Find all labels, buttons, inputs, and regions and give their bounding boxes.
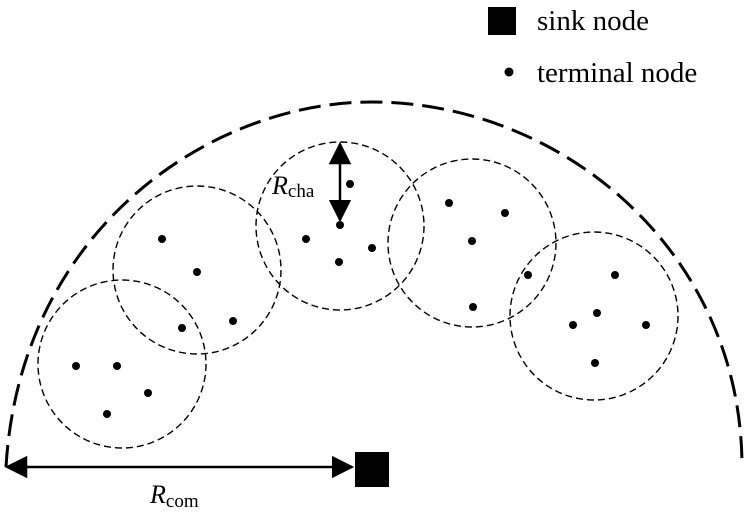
legend-sink-label: sink node (537, 5, 649, 37)
legend-sink-swatch (488, 7, 516, 35)
r-com-label: Rcom (149, 480, 199, 512)
terminal-node (113, 362, 121, 370)
terminal-node (501, 209, 509, 217)
terminal-node (178, 324, 186, 332)
terminal-node (193, 268, 201, 276)
cluster-5 (509, 231, 679, 401)
terminal-node (445, 199, 453, 207)
terminal-node (336, 221, 344, 229)
terminal-node (335, 258, 343, 266)
terminal-node (611, 271, 619, 279)
cluster-4-range (387, 158, 557, 328)
terminal-node (368, 244, 376, 252)
legend: sink node terminal node (488, 5, 697, 89)
cluster-2-range (112, 185, 282, 355)
sink-node (355, 452, 389, 487)
legend-terminal-swatch (504, 67, 514, 77)
r-cha-label: Rcha (271, 171, 315, 202)
terminal-node (591, 359, 599, 367)
cluster-2 (112, 185, 282, 355)
cluster-5-range (509, 231, 679, 401)
cluster-3-range (255, 141, 425, 311)
terminal-node (593, 309, 601, 317)
legend-terminal-label: terminal node (537, 57, 697, 89)
communication-range-arc (4, 100, 744, 468)
terminal-node (103, 410, 111, 418)
terminal-node (642, 321, 650, 329)
cluster-4 (387, 158, 557, 328)
terminal-node (569, 321, 577, 329)
terminal-node (469, 303, 477, 311)
terminal-node (72, 362, 80, 370)
terminal-node (346, 180, 354, 188)
terminal-node (229, 317, 237, 325)
terminal-node (158, 235, 166, 243)
terminal-node (468, 237, 476, 245)
terminal-node (144, 389, 152, 397)
terminal-node (524, 271, 532, 279)
cluster-1 (37, 279, 207, 449)
cluster-1-range (37, 279, 207, 449)
terminal-node (302, 235, 310, 243)
